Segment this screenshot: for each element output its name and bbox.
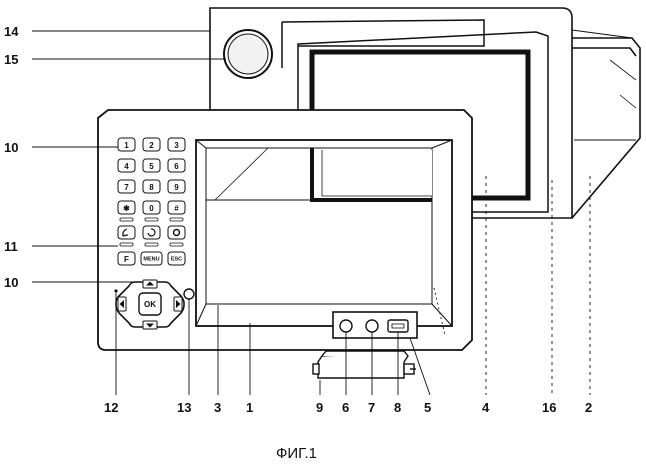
- jack-6[interactable]: [340, 320, 352, 332]
- label-4: 4: [482, 400, 490, 415]
- label-16: 16: [542, 400, 556, 415]
- keypad: 1 2 3 4 5 6 7 8 9 ✱ 0 #: [114, 138, 185, 329]
- key-1-label: 1: [124, 141, 129, 150]
- key-7-label: 7: [124, 183, 129, 192]
- key-slots-2: [120, 243, 183, 246]
- figure-caption: ФИГ.1: [276, 445, 317, 462]
- key-row-4: ✱ 0 #: [118, 201, 185, 214]
- key-hash-label: #: [174, 204, 179, 213]
- front-display-window: [196, 140, 452, 326]
- label-2: 2: [585, 400, 592, 415]
- label-7: 7: [368, 400, 375, 415]
- label-10-bottom: 10: [4, 275, 18, 290]
- key-slots-1: [120, 218, 183, 221]
- key-6-label: 6: [174, 162, 179, 171]
- key-row-6: F MENU ESC: [118, 252, 185, 265]
- usb-port-8[interactable]: [388, 320, 408, 332]
- menu-button-label: MENU: [143, 257, 159, 263]
- key-row-5: [118, 226, 185, 239]
- key-star-label: ✱: [123, 204, 130, 213]
- key-0-label: 0: [149, 204, 154, 213]
- label-12: 12: [104, 400, 118, 415]
- key-row-1: 1 2 3: [118, 138, 185, 151]
- label-10-top: 10: [4, 140, 18, 155]
- key-4-label: 4: [124, 162, 129, 171]
- key-row-2: 4 5 6: [118, 159, 185, 172]
- key-5-label: 5: [149, 162, 154, 171]
- refresh-button[interactable]: [143, 226, 160, 239]
- label-13: 13: [177, 400, 191, 415]
- label-14: 14: [4, 24, 19, 39]
- label-9: 9: [316, 400, 323, 415]
- external-module: [313, 351, 416, 378]
- jack-7[interactable]: [366, 320, 378, 332]
- key-8-label: 8: [149, 183, 154, 192]
- key-3-label: 3: [174, 141, 179, 150]
- record-button[interactable]: [168, 226, 185, 239]
- key-9-label: 9: [174, 183, 179, 192]
- microphone-hole: [114, 289, 117, 292]
- label-5: 5: [424, 400, 431, 415]
- esc-button-label: ESC: [171, 257, 182, 263]
- label-1: 1: [246, 400, 253, 415]
- key-2-label: 2: [149, 141, 154, 150]
- ok-button-label: OK: [144, 300, 156, 309]
- label-11: 11: [4, 239, 18, 254]
- label-6: 6: [342, 400, 349, 415]
- label-8: 8: [394, 400, 401, 415]
- f-button-label: F: [124, 255, 129, 264]
- key-row-3: 7 8 9: [118, 180, 185, 193]
- label-3: 3: [214, 400, 221, 415]
- indicator-light: [184, 289, 194, 299]
- call-button[interactable]: [118, 226, 135, 239]
- camera-lens: [224, 30, 272, 78]
- label-15: 15: [4, 52, 18, 67]
